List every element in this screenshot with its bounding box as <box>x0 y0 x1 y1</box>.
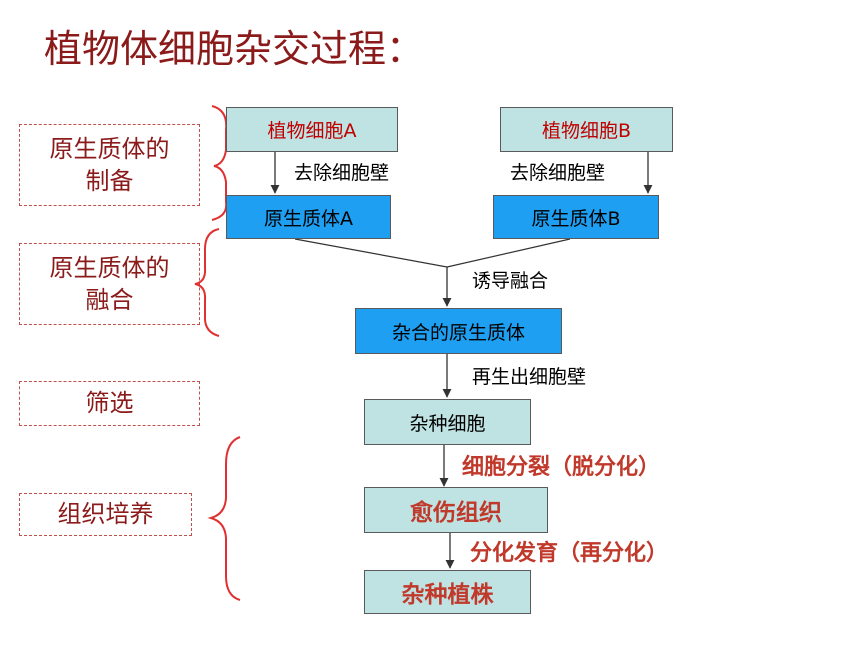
node-hybrid-protoplast: 杂合的原生质体 <box>355 308 562 354</box>
bracket-culture <box>207 436 241 601</box>
bracket-fusion <box>194 228 220 337</box>
node-plant-cell-a-label: 植物细胞A <box>267 120 357 142</box>
node-hybrid-cell: 杂种细胞 <box>364 399 531 445</box>
stage-screening: 筛选 <box>19 381 200 426</box>
stage-protoplast-fusion: 原生质体的 融合 <box>19 243 200 325</box>
node-plant-cell-a: 植物细胞A <box>226 107 398 152</box>
stage-protoplast-prep: 原生质体的 制备 <box>19 124 200 206</box>
node-plant-cell-b-label: 植物细胞B <box>541 120 632 142</box>
step-remove-wall-a: 去除细胞壁 <box>294 162 390 184</box>
step-induce-fusion: 诱导融合 <box>472 270 549 292</box>
page-title: 植物体细胞杂交过程： <box>44 27 425 71</box>
node-hybrid-plant: 杂种植株 <box>364 570 531 614</box>
stage-tissue-culture: 组织培养 <box>19 493 192 536</box>
step-dedifferentiation: 细胞分裂（脱分化） <box>462 455 661 480</box>
step-redifferentiation: 分化发育（再分化） <box>470 541 669 566</box>
node-protoplast-a: 原生质体A <box>226 195 391 239</box>
node-callus: 愈伤组织 <box>364 487 548 533</box>
node-protoplast-b: 原生质体B <box>493 195 659 239</box>
node-plant-cell-b: 植物细胞B <box>500 107 673 152</box>
step-remove-wall-b: 去除细胞壁 <box>510 162 606 184</box>
step-regenerate-wall: 再生出细胞壁 <box>472 366 587 388</box>
bracket-prep <box>211 105 228 221</box>
